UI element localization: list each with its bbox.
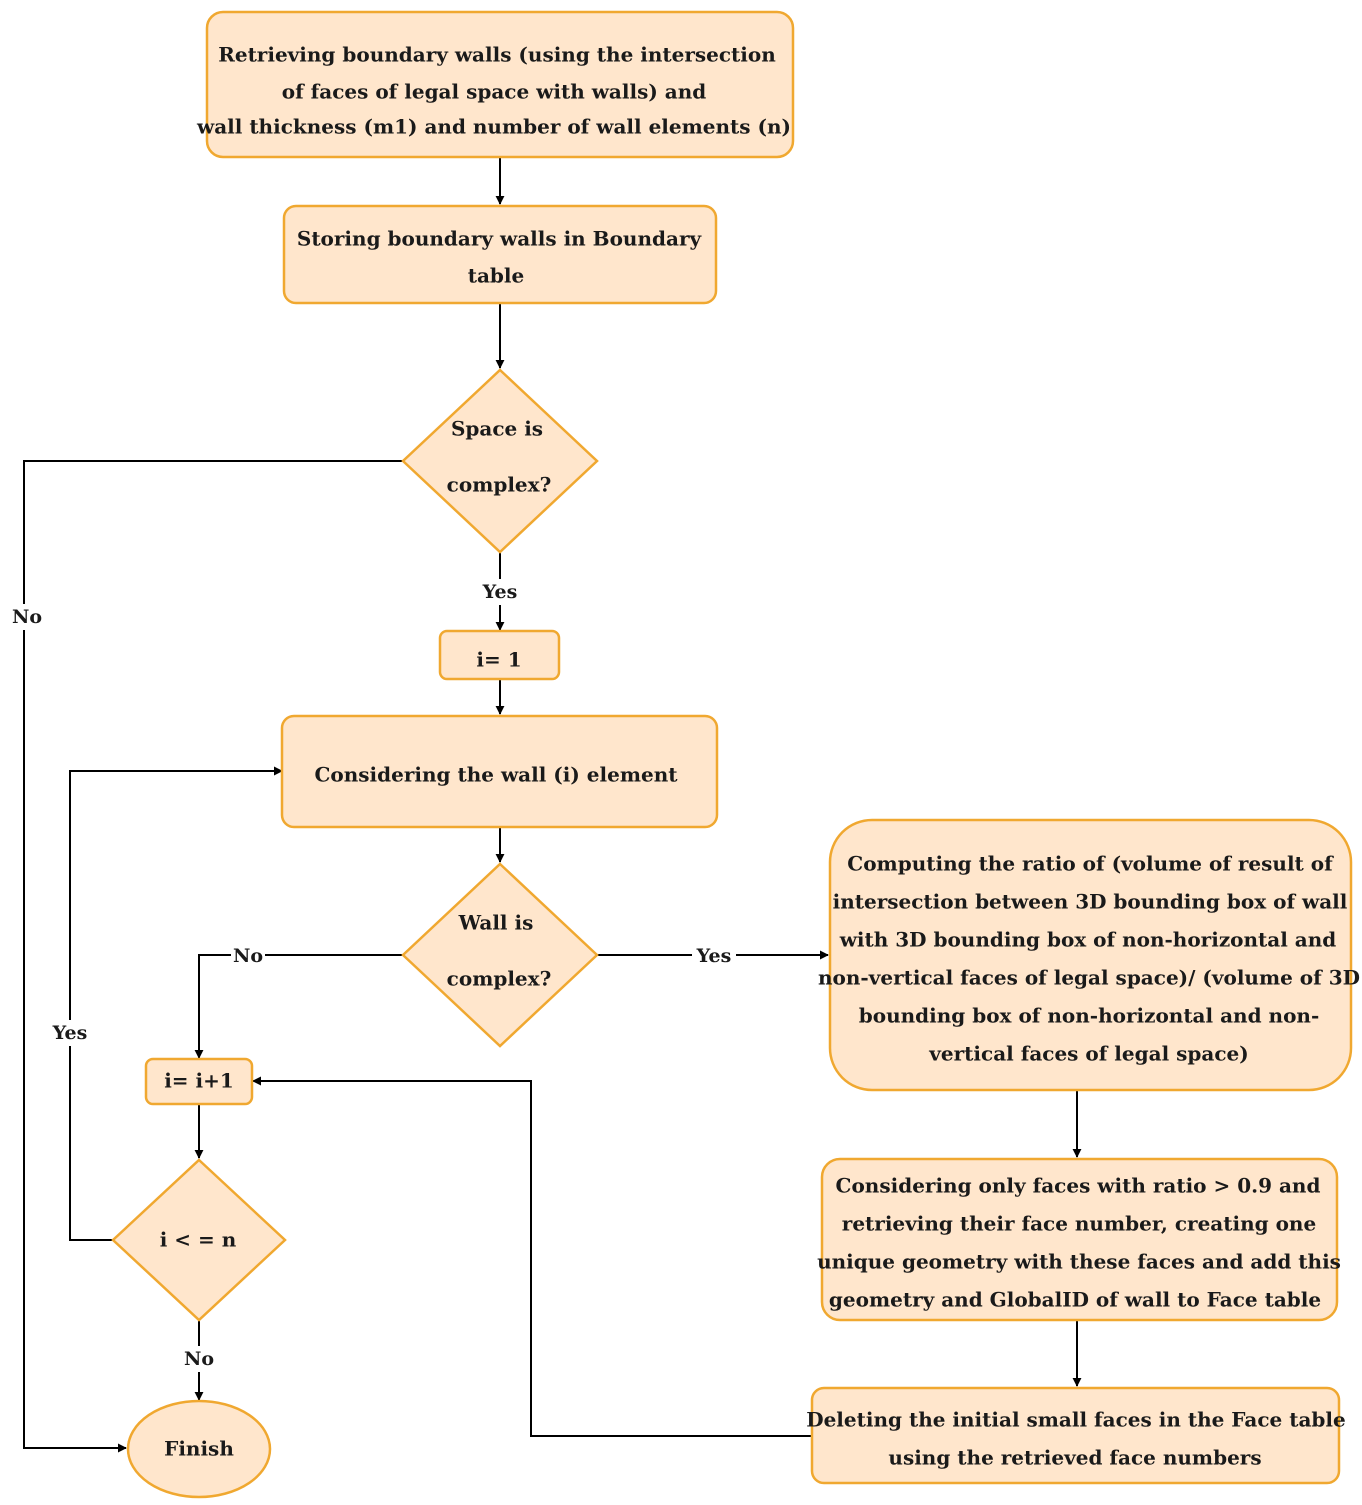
edge-delete-to-increment — [252, 1076, 812, 1437]
node-text-line: non-vertical faces of legal space)/ (vol… — [818, 966, 1360, 990]
label-loop-yes: Yes — [52, 1022, 88, 1044]
node-text-line: using the retrieved face numbers — [888, 1446, 1261, 1470]
node-delete-faces: Deleting the initial small faces in the … — [806, 1386, 1346, 1485]
node-text-line: complex? — [447, 967, 552, 991]
node-text-line: vertical faces of legal space) — [928, 1042, 1248, 1066]
label-space-yes: Yes — [482, 581, 518, 603]
edge-wall-no-to-increment — [194, 954, 403, 1059]
node-text-line: complex? — [447, 473, 552, 497]
node-text-line: i= i+1 — [164, 1069, 234, 1093]
decision-wall-complex: Wall is complex? — [401, 862, 599, 1048]
edges — [23, 158, 1082, 1453]
node-increment-i: i= i+1 — [144, 1057, 254, 1106]
node-text-line: geometry and GlobalID of wall to Face ta… — [829, 1288, 1321, 1312]
node-text-line: Considering only faces with ratio > 0.9 … — [836, 1174, 1321, 1198]
node-init-i: i= 1 — [438, 629, 561, 681]
node-text-line: Deleting the initial small faces in the … — [806, 1408, 1346, 1432]
node-text-line: wall thickness (m1) and number of wall e… — [196, 115, 791, 139]
node-text-line: with 3D bounding box of non-horizontal a… — [839, 928, 1337, 952]
label-wall-yes: Yes — [696, 945, 732, 967]
edge-loop-yes-to-consider — [69, 766, 283, 1241]
node-text-line: bounding box of non-horizontal and non- — [859, 1004, 1320, 1028]
node-text-line: intersection between 3D bounding box of … — [833, 890, 1348, 914]
node-text-line: Finish — [164, 1437, 234, 1461]
node-retrieve-walls: Retrieving boundary walls (using the int… — [196, 10, 795, 159]
node-text-line: retrieving their face number, creating o… — [842, 1212, 1316, 1236]
node-text-line: i= 1 — [476, 648, 521, 672]
node-text-line: Space is — [451, 417, 543, 441]
decision-loop-check: i < = n — [111, 1158, 287, 1322]
node-text-line: of faces of legal space with walls) and — [282, 80, 707, 104]
node-consider-faces: Considering only faces with ratio > 0.9 … — [817, 1157, 1341, 1322]
node-text-line: table — [468, 264, 525, 288]
node-text-line: Computing the ratio of (volume of result… — [847, 852, 1334, 876]
label-wall-no: No — [233, 945, 263, 967]
node-text-line: Storing boundary walls in Boundary — [297, 227, 703, 251]
label-loop-no: No — [184, 1348, 214, 1370]
decision-space-complex: Space is complex? — [401, 368, 599, 554]
node-store-walls: Storing boundary walls in Boundary table — [282, 204, 718, 305]
node-consider-wall: Considering the wall (i) element — [280, 714, 719, 829]
label-space-no: No — [12, 606, 42, 628]
edge-space-no-to-finish — [23, 460, 403, 1453]
node-text-line: unique geometry with these faces and add… — [817, 1250, 1341, 1274]
node-text-line: Retrieving boundary walls (using the int… — [218, 43, 776, 67]
node-text-line: Considering the wall (i) element — [315, 763, 679, 787]
node-text-line: i < = n — [160, 1228, 237, 1252]
node-finish: Finish — [126, 1399, 272, 1499]
edge-labels: Yes No No Yes Yes No — [8, 579, 736, 1372]
node-text-line: Wall is — [458, 911, 534, 935]
node-compute-ratio: Computing the ratio of (volume of result… — [818, 818, 1360, 1092]
